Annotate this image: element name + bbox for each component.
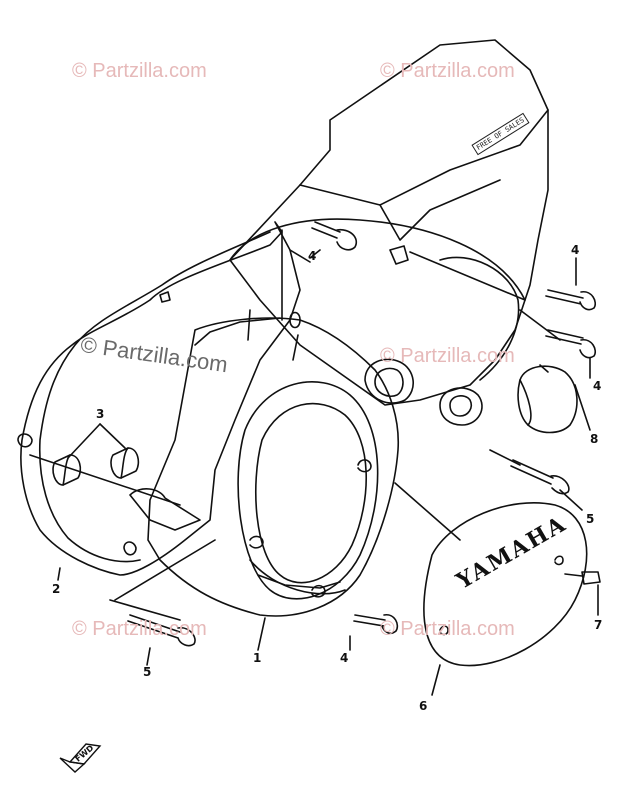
cover-flange: [194, 317, 281, 346]
bolt-upper-left: [311, 221, 357, 251]
upper-case-rim: [229, 218, 526, 301]
callout-2: 2: [52, 582, 61, 596]
callout-5-left: 5: [143, 665, 152, 679]
tab: [389, 245, 409, 265]
oil-seal-ring: [364, 358, 414, 404]
watermark-mid-right: © Partzilla.com: [380, 345, 515, 367]
callout-4-lower: 4: [340, 651, 349, 665]
ear-lower: [129, 488, 201, 531]
callout-4-upper: 4: [308, 249, 317, 263]
plug-outline: [517, 365, 578, 434]
main-cover-front-ring: [237, 381, 379, 600]
front-arrow: [59, 743, 102, 773]
callout-3: 3: [96, 407, 105, 421]
callout-8: 8: [590, 432, 599, 446]
cap-outline: [423, 501, 588, 667]
callout-7: 7: [594, 618, 603, 632]
gasket-inner: [38, 231, 271, 563]
bolt-lower-mid: [353, 614, 399, 634]
upper-case-outline: [229, 39, 549, 406]
screw-7: [581, 571, 601, 585]
watermark-bottom-left: © Partzilla.com: [72, 618, 207, 640]
watermark-top-right: © Partzilla.com: [380, 60, 515, 82]
callout-4-right-top: 4: [571, 243, 580, 257]
upper-case-inner-edge: [379, 179, 501, 241]
callout-1: 1: [253, 651, 262, 665]
bolt-lower-left: [127, 614, 196, 647]
callout-4-right-mid: 4: [593, 379, 602, 393]
bolt-right-upper: [545, 289, 597, 311]
bolt-right-mid: [545, 329, 597, 359]
upper-case-top-face: [299, 109, 549, 206]
callout-5-right: 5: [586, 512, 595, 526]
upper-case-face: [439, 256, 520, 381]
dowel-pin-left: [52, 454, 82, 486]
callout-6: 6: [419, 699, 428, 713]
watermark-top-left: © Partzilla.com: [72, 60, 207, 82]
cover-boss: [439, 387, 483, 426]
gasket-outline: [20, 221, 301, 576]
dowel-pin-right: [110, 447, 140, 479]
main-cover-lip: [249, 559, 346, 595]
watermark-bottom-right: © Partzilla.com: [380, 618, 515, 640]
bolt-right-low: [510, 459, 570, 495]
